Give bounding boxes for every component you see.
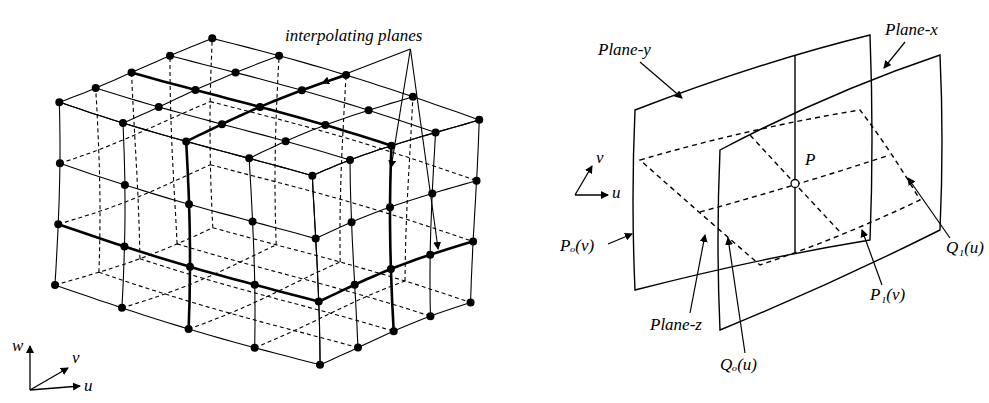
- control-point: [166, 52, 174, 60]
- grid-line: [320, 303, 471, 365]
- leader-lines: [322, 49, 438, 249]
- control-point: [426, 312, 434, 320]
- grid-line: [96, 88, 350, 160]
- axis-label: v: [596, 148, 604, 168]
- grid-line: [312, 176, 320, 365]
- control-point: [256, 103, 264, 111]
- control-point: [218, 120, 226, 128]
- plane-label: Plane-y: [598, 40, 651, 60]
- control-point: [120, 243, 128, 251]
- callout-label: interpolating planes: [285, 26, 422, 46]
- control-point: [469, 238, 477, 246]
- curve-label: Qₒ(u): [720, 355, 757, 375]
- control-point: [475, 116, 483, 124]
- grid-line: [312, 120, 479, 176]
- axis-label: w: [12, 336, 23, 356]
- control-point: [282, 137, 290, 145]
- axes-right: [575, 166, 608, 195]
- control-point: [315, 298, 323, 306]
- grid-line: [390, 146, 394, 332]
- point-label: P: [805, 150, 815, 170]
- control-point: [51, 281, 59, 289]
- grid-line: [123, 56, 279, 123]
- control-point: [121, 181, 129, 189]
- grid-line: [350, 160, 358, 348]
- grid-line: [170, 56, 436, 133]
- control-point: [208, 34, 216, 42]
- grid-line: [249, 158, 255, 347]
- grid-line: [316, 181, 477, 239]
- axis-label: v: [72, 348, 80, 368]
- curve-label: P₁(v): [870, 285, 905, 305]
- control-point: [251, 281, 259, 289]
- curve-label: Pₒ(v): [560, 236, 594, 256]
- control-point: [351, 281, 359, 289]
- control-point: [185, 200, 193, 208]
- control-point: [426, 251, 434, 259]
- control-point: [245, 154, 253, 162]
- control-point: [473, 177, 481, 185]
- control-point: [467, 298, 475, 306]
- control-point: [354, 344, 362, 352]
- control-point: [316, 361, 324, 369]
- leader-line: [391, 49, 410, 167]
- axes-left: [30, 346, 80, 390]
- grid-line: [58, 224, 319, 301]
- grid-line: [55, 102, 60, 285]
- control-point: [275, 52, 283, 60]
- control-point: [298, 86, 306, 94]
- control-point: [119, 119, 127, 127]
- leader-line: [410, 49, 438, 249]
- control-point: [428, 189, 436, 197]
- control-point: [312, 235, 320, 243]
- leader-lines-right: [608, 42, 950, 353]
- grid-line: [60, 163, 316, 238]
- control-point: [232, 69, 240, 77]
- control-point: [182, 137, 190, 145]
- control-point: [321, 121, 329, 129]
- control-point: [155, 103, 163, 111]
- control-point: [390, 327, 398, 335]
- plane-label: Plane-x: [885, 20, 938, 40]
- control-point: [56, 159, 64, 167]
- grid-line: [122, 123, 125, 308]
- leader-line: [322, 49, 410, 83]
- control-point: [432, 129, 440, 137]
- control-point: [308, 172, 316, 180]
- interpolating-planes: [633, 35, 942, 330]
- control-point: [348, 218, 356, 226]
- control-point: [54, 220, 62, 228]
- grid-line: [132, 73, 392, 146]
- control-point: [249, 218, 257, 226]
- control-point: [185, 325, 193, 333]
- axis-label: u: [84, 376, 93, 396]
- control-point: [118, 304, 126, 312]
- grid-line: [55, 285, 320, 365]
- control-point: [409, 93, 417, 101]
- control-point: [251, 344, 259, 352]
- plane-label: Plane-z: [650, 315, 702, 335]
- control-point: [346, 156, 354, 164]
- control-point: [191, 86, 199, 94]
- grid-line: [59, 102, 312, 176]
- control-point: [365, 106, 373, 114]
- control-point: [387, 265, 395, 273]
- control-point: [186, 263, 194, 271]
- control-point: [55, 98, 63, 106]
- axis-label: u: [612, 183, 621, 203]
- grid-line: [319, 242, 473, 302]
- grid-line: [312, 176, 320, 365]
- control-point: [92, 84, 100, 92]
- curve-label: Q₁(u): [946, 238, 984, 258]
- control-point: [128, 68, 136, 76]
- grid-line: [212, 38, 479, 120]
- grid-line: [59, 102, 312, 176]
- grid-volume: [51, 34, 483, 368]
- grid-line: [186, 141, 190, 329]
- control-point: [386, 203, 394, 211]
- grid-line: [471, 120, 480, 303]
